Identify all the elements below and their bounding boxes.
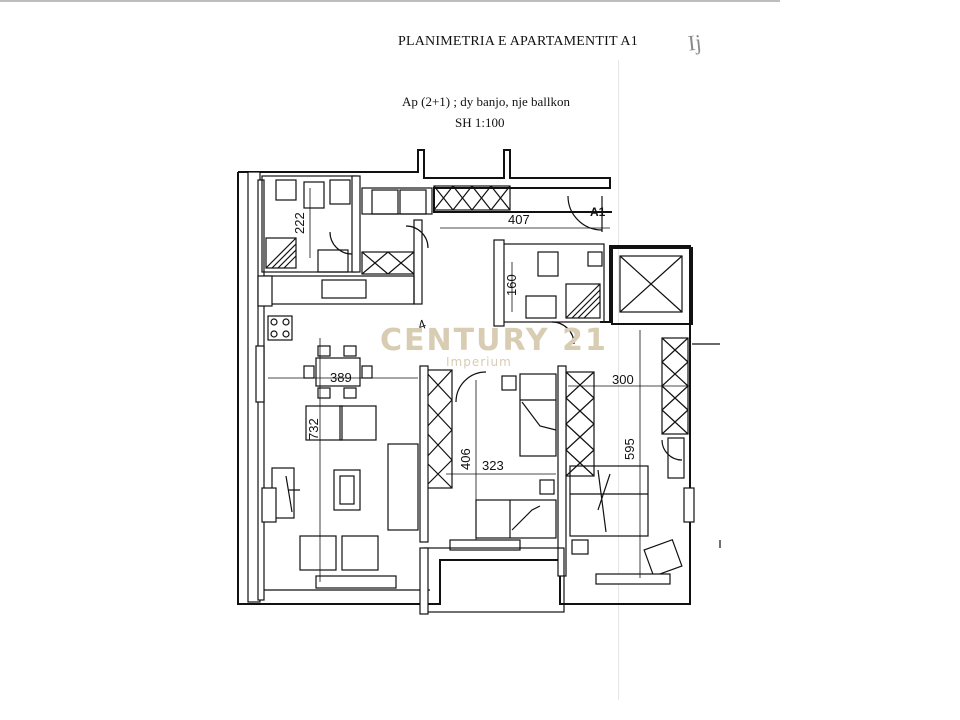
tv-stand — [261, 487, 277, 523]
unit-label: A1 — [590, 205, 606, 219]
bath2-wall — [493, 239, 505, 327]
corridor-cabinet-x — [433, 185, 511, 211]
wardrobe-bed2-x — [565, 371, 595, 477]
tv-bed2 — [667, 437, 685, 479]
living-window-bottom — [315, 575, 397, 589]
elevator-x — [619, 255, 683, 313]
basin-1 — [329, 179, 351, 205]
wall-bed1-bed2 — [557, 365, 567, 577]
elevator-shaft — [611, 247, 693, 325]
watermark-brand: CENTURY 21 — [380, 323, 608, 358]
dim-bath-height: 222 — [292, 212, 307, 234]
bed-1b — [475, 499, 557, 539]
nightstand-1 — [501, 375, 517, 391]
bed1-window — [449, 539, 521, 551]
door-swing-main — [567, 195, 603, 231]
entry-wall — [413, 219, 423, 305]
plan-title: PLANIMETRIA E APARTAMENTIT A1 — [398, 34, 638, 49]
bed2-window-right — [683, 487, 695, 523]
dim-corridor-width: 407 — [508, 212, 530, 227]
outer-wall — [238, 149, 612, 213]
kitchen-sink — [321, 279, 367, 299]
door-swing-bed2 — [661, 439, 683, 461]
outer-wall-left — [237, 172, 691, 605]
door-swing-bath1 — [329, 231, 353, 255]
double-bed-cover — [570, 469, 648, 533]
living-window-left — [255, 345, 265, 403]
nightstand-2 — [539, 479, 555, 495]
shower-2-hatch — [565, 283, 601, 319]
dim-bed1-width: 323 — [482, 458, 504, 473]
dim-bed1-depth: 406 — [458, 448, 473, 470]
shower-1-hatch — [265, 237, 297, 269]
shower-1 — [265, 237, 297, 269]
nightstand-3 — [571, 539, 589, 555]
armchair-bed2 — [643, 538, 683, 578]
corridor-cabinet — [433, 185, 511, 211]
tv-lines — [285, 475, 300, 513]
bath1-fixture — [275, 179, 297, 201]
bath2-cabinet — [587, 251, 603, 267]
dim-living-depth: 732 — [306, 418, 321, 440]
door-swing-bed1 — [455, 371, 487, 403]
door-swing-entry — [405, 225, 429, 249]
watermark-office: Imperium — [446, 355, 512, 369]
armchair-3 — [299, 535, 337, 571]
paper-crease — [618, 60, 619, 700]
bed-1a — [519, 373, 557, 457]
scale-label: SH 1:100 — [455, 115, 505, 130]
door-swing-bath2 — [551, 321, 575, 345]
room-marker: 4 — [416, 316, 428, 333]
bath1-wall-right — [351, 175, 361, 273]
sheet-edge — [0, 0, 780, 2]
dim-bed2-width: 300 — [612, 372, 634, 387]
balcony-line — [692, 343, 721, 548]
closet-entry — [361, 251, 415, 275]
armchair-1 — [305, 405, 343, 441]
basin-2 — [525, 295, 557, 319]
basin-1b — [317, 249, 349, 273]
cooktop — [267, 315, 293, 341]
dim-bed2-depth: 595 — [622, 438, 637, 460]
toilet-1 — [303, 181, 325, 209]
closet-entry-x — [361, 251, 415, 275]
wall-living-bed1 — [419, 365, 429, 543]
wardrobe-top-1b — [371, 189, 399, 215]
wardrobe-top-1c — [399, 189, 427, 215]
balcony — [423, 547, 565, 613]
armchair-4 — [341, 535, 379, 571]
bed-1a-cover — [520, 399, 557, 431]
toilet-2 — [537, 251, 559, 277]
apartment-description: Ap (2+1) ; dy banjo, nje ballkon — [402, 94, 570, 109]
kitchen-counter-end — [257, 275, 273, 307]
wardrobe-right-x — [661, 337, 689, 435]
bed-1b-cover — [509, 500, 541, 538]
wardrobe-bed2 — [565, 371, 595, 477]
shower-2 — [565, 283, 601, 319]
sofa — [387, 443, 419, 531]
dining-table — [315, 357, 361, 387]
bed2-window — [595, 573, 671, 585]
dim-bath2-height: 160 — [504, 274, 519, 296]
wardrobe-bed1-x — [423, 369, 453, 489]
balcony-rail — [419, 547, 429, 615]
double-bed — [569, 465, 649, 537]
armchair-2 — [339, 405, 377, 441]
dim-living-width: 389 — [330, 370, 352, 385]
elevator-car — [619, 255, 683, 313]
coffee-table-inner — [339, 475, 355, 505]
coffee-table — [333, 469, 361, 511]
